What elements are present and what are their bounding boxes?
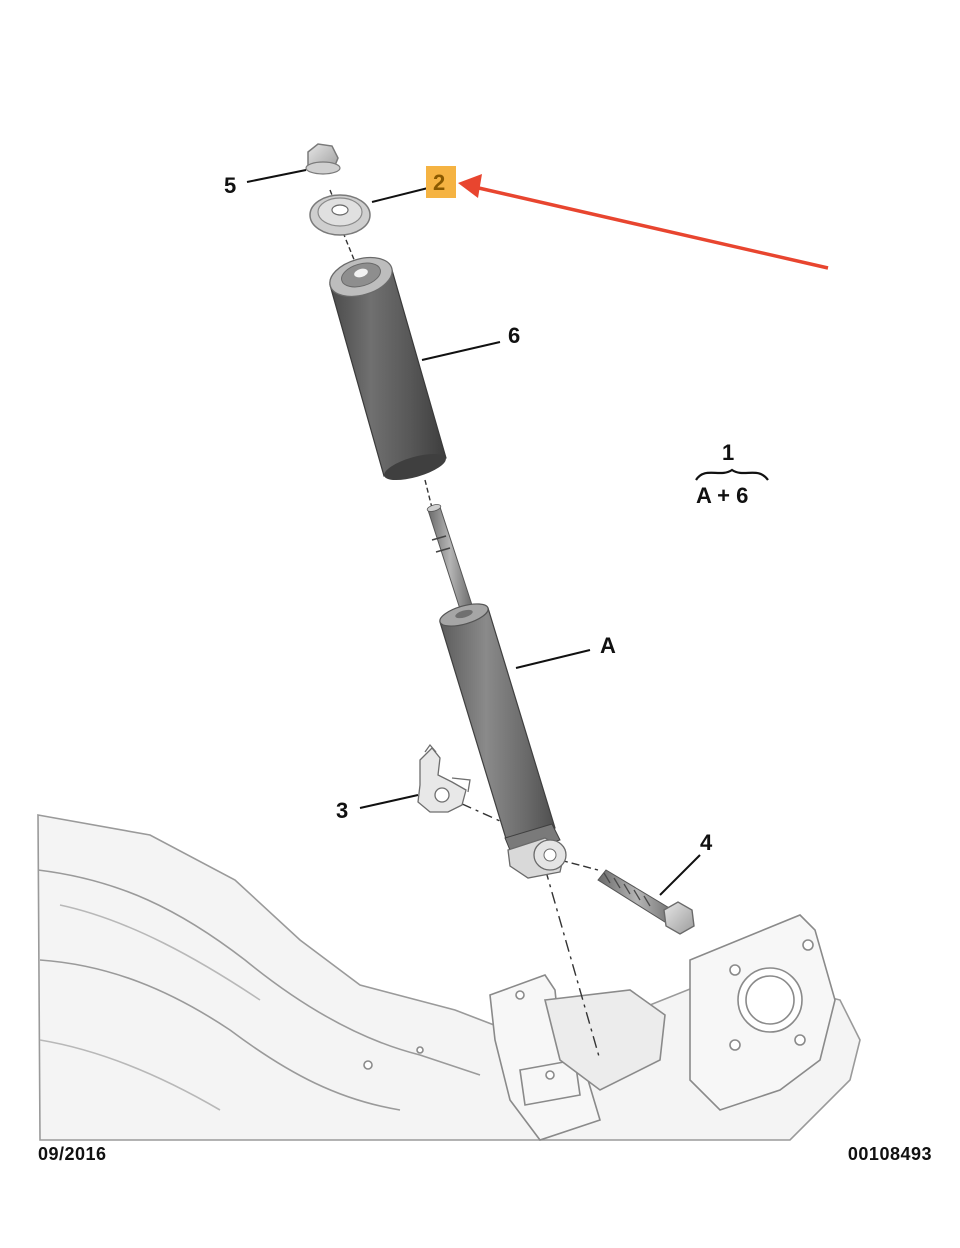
footer-reference: 00108493 — [847, 1144, 932, 1164]
callout-3: 3 — [336, 798, 348, 823]
highlight-badge — [426, 166, 456, 198]
bracket-clip — [417, 743, 471, 813]
leader-2 — [371, 187, 429, 203]
leader-5 — [246, 169, 307, 183]
callout-a: A — [600, 633, 616, 658]
leader-3 — [359, 794, 419, 809]
formula-brace — [695, 468, 769, 481]
callout-4: 4 — [700, 830, 713, 855]
damper-body — [439, 603, 567, 879]
top-nut — [305, 143, 341, 175]
callout-6: 6 — [508, 323, 520, 348]
leader-4 — [659, 854, 701, 896]
leader-lines — [246, 169, 701, 896]
shock-mount-bracket — [363, 914, 836, 1141]
damper-rod — [426, 504, 473, 610]
mounting-bolt — [597, 869, 695, 935]
callout-5: 5 — [224, 173, 236, 198]
cup-washer — [309, 194, 371, 236]
leader-6 — [421, 341, 501, 361]
footer-date: 09/2016 — [38, 1144, 107, 1164]
assembly-formula: 1 A + 6 — [695, 440, 769, 508]
formula-bottom: A + 6 — [696, 483, 748, 508]
callout-2: 2 — [433, 170, 445, 195]
rubber-boot — [329, 256, 447, 481]
assembly-axis — [329, 189, 601, 1061]
leader-a — [515, 649, 591, 669]
formula-top: 1 — [722, 440, 734, 465]
highlight-arrow — [458, 174, 829, 270]
